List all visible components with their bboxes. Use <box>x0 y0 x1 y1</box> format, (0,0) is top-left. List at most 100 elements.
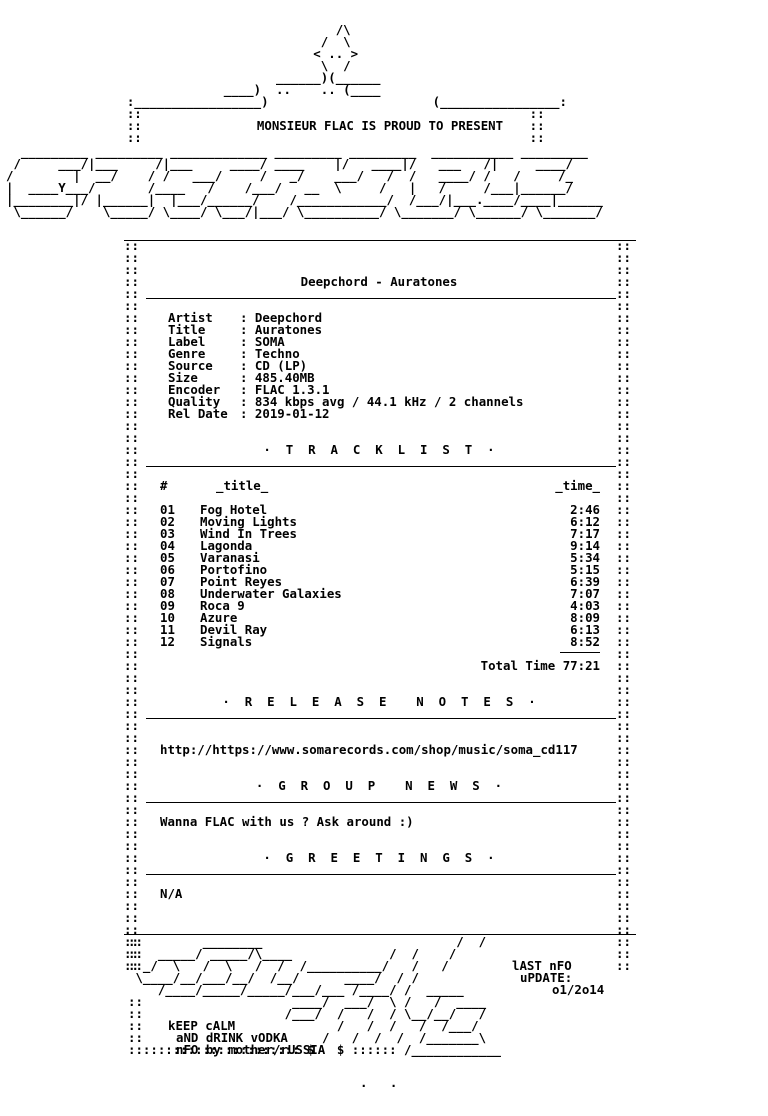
track-number: 10 <box>160 610 175 625</box>
track-time: 5:15 <box>570 562 600 577</box>
divider <box>146 874 616 875</box>
track-number: 05 <box>160 550 175 565</box>
info-key: Genre <box>168 346 206 361</box>
track-number: 08 <box>160 586 175 601</box>
track-number: 12 <box>160 634 175 649</box>
track-number: 01 <box>160 502 175 517</box>
track-number: 04 <box>160 538 175 553</box>
greetings-text: N/A <box>160 886 183 901</box>
info-row-size: Size: 485.40MB <box>168 370 315 385</box>
track-title: Portofino <box>200 562 268 577</box>
track-number: 11 <box>160 622 175 637</box>
track-number: 02 <box>160 514 175 529</box>
greetings-section-title: · G R E E T I N G S · <box>263 850 495 865</box>
track-title: Signals <box>200 634 253 649</box>
info-row-genre: Genre: Techno <box>168 346 300 361</box>
tracklist-col-time: _time_ <box>555 478 600 493</box>
info-key: Artist <box>168 310 213 325</box>
track-title: Devil Ray <box>200 622 268 637</box>
track-title: Azure <box>200 610 238 625</box>
info-row-label: Label: SOMA <box>168 334 285 349</box>
track-time: 4:03 <box>570 598 600 613</box>
track-title: Point Reyes <box>200 574 283 589</box>
info-key: Label <box>168 334 206 349</box>
track-title: Moving Lights <box>200 514 297 529</box>
info-row-rel-date: Rel Date: 2019-01-12 <box>168 406 330 421</box>
top-ornament-art: /\ / \ < .. > \ / ______)(______ <box>223 22 381 97</box>
divider <box>146 718 616 719</box>
track-title: Fog Hotel <box>200 502 268 517</box>
track-title: Roca 9 <box>200 598 245 613</box>
track-title: Underwater Galaxies <box>200 586 342 601</box>
info-value: Deepchord <box>254 310 323 325</box>
box-top-border <box>124 240 636 241</box>
divider <box>146 466 616 467</box>
track-time: 6:12 <box>570 514 600 529</box>
footer-date: o1/2o14 <box>552 982 605 997</box>
info-value: Techno <box>254 346 300 361</box>
track-title: Wind In Trees <box>200 526 297 541</box>
track-time: 2:46 <box>570 502 600 517</box>
release-notes-section-title: · R E L E A S E N O T E S · <box>222 694 536 709</box>
info-value: FLAC 1.3.1 <box>254 382 330 397</box>
track-time: 5:34 <box>570 550 600 565</box>
info-value: SOMA <box>254 334 285 349</box>
box-bottom-border <box>124 934 636 935</box>
release-notes-text: http://https://www.somarecords.com/shop/… <box>160 742 578 757</box>
info-value: 485.40MB <box>254 370 315 385</box>
track-number: 09 <box>160 598 175 613</box>
group-news-section-title: · G R O U P N E W S · <box>255 778 503 793</box>
info-key: Size <box>168 370 198 385</box>
info-value: Auratones <box>254 322 323 337</box>
release-heading: Deepchord - Auratones <box>300 274 458 289</box>
box-left-border: :: :: :: :: :: :: :: :: :: :: :: :: :: :… <box>124 238 139 973</box>
info-value: 2019-01-12 <box>254 406 330 421</box>
tracklist-col-title: _title_ <box>216 478 269 493</box>
info-row-artist: Artist: Deepchord <box>168 310 323 325</box>
info-row-source: Source: CD (LP) <box>168 358 308 373</box>
footer-keep-calm: kEEP cALM <box>168 1018 236 1033</box>
group-news-text: Wanna FLAC with us ? Ask around :) <box>160 814 414 829</box>
info-row-encoder: Encoder: FLAC 1.3.1 <box>168 382 330 397</box>
divider <box>146 298 616 299</box>
track-time: 8:52 <box>570 634 600 649</box>
top-frame-art: :_________________) (________________: :… <box>126 94 567 145</box>
footer-dots: · · <box>360 1078 398 1093</box>
info-row-quality: Quality: 834 kbps avg / 44.1 kHz / 2 cha… <box>168 394 524 409</box>
info-value: CD (LP) <box>254 358 308 373</box>
track-time: 6:39 <box>570 574 600 589</box>
track-time: 7:17 <box>570 526 600 541</box>
footer-logo-art: :: ________ / / :: _____/ _____/\____ / … <box>128 934 501 1057</box>
info-key: Rel Date <box>168 406 228 421</box>
track-title: Lagonda <box>200 538 253 553</box>
box-right-border: :: :: :: :: :: :: :: :: :: :: :: :: :: :… <box>616 238 631 973</box>
footer-update: uPDATE: <box>520 970 573 985</box>
total-time-row: Total Time 77:21 <box>480 658 600 673</box>
info-value: 834 kbps avg / 44.1 kHz / 2 channels <box>254 394 524 409</box>
footer-drink-vodka: aND dRINK vODKA <box>176 1030 288 1045</box>
track-time: 6:13 <box>570 622 600 637</box>
tracklist-col-num: # <box>160 478 168 493</box>
track-number: 03 <box>160 526 175 541</box>
total-time-value: 77:21 <box>562 658 600 673</box>
total-time-label: Total Time <box>480 658 556 673</box>
logo-art: _________ _________ _____________ ______… <box>6 144 603 219</box>
info-key: Title <box>168 322 206 337</box>
info-key: Source <box>168 358 213 373</box>
track-title: Varanasi <box>200 550 260 565</box>
footer-nfo-by: nFO by mother/rUSSIA <box>176 1042 326 1057</box>
info-key: Encoder <box>168 382 221 397</box>
presents-line: MONSIEUR FLAC IS PROUD TO PRESENT <box>256 118 504 133</box>
info-key: Quality <box>168 394 221 409</box>
info-row-title: Title: Auratones <box>168 322 323 337</box>
tracklist-section-title: · T R A C K L I S T · <box>263 442 495 457</box>
track-time: 8:09 <box>570 610 600 625</box>
track-time: 9:14 <box>570 538 600 553</box>
total-divider <box>560 652 600 653</box>
footer-last-nfo: lAST nFO <box>512 958 572 973</box>
track-time: 7:07 <box>570 586 600 601</box>
track-number: 07 <box>160 574 175 589</box>
divider <box>146 802 616 803</box>
track-number: 06 <box>160 562 175 577</box>
